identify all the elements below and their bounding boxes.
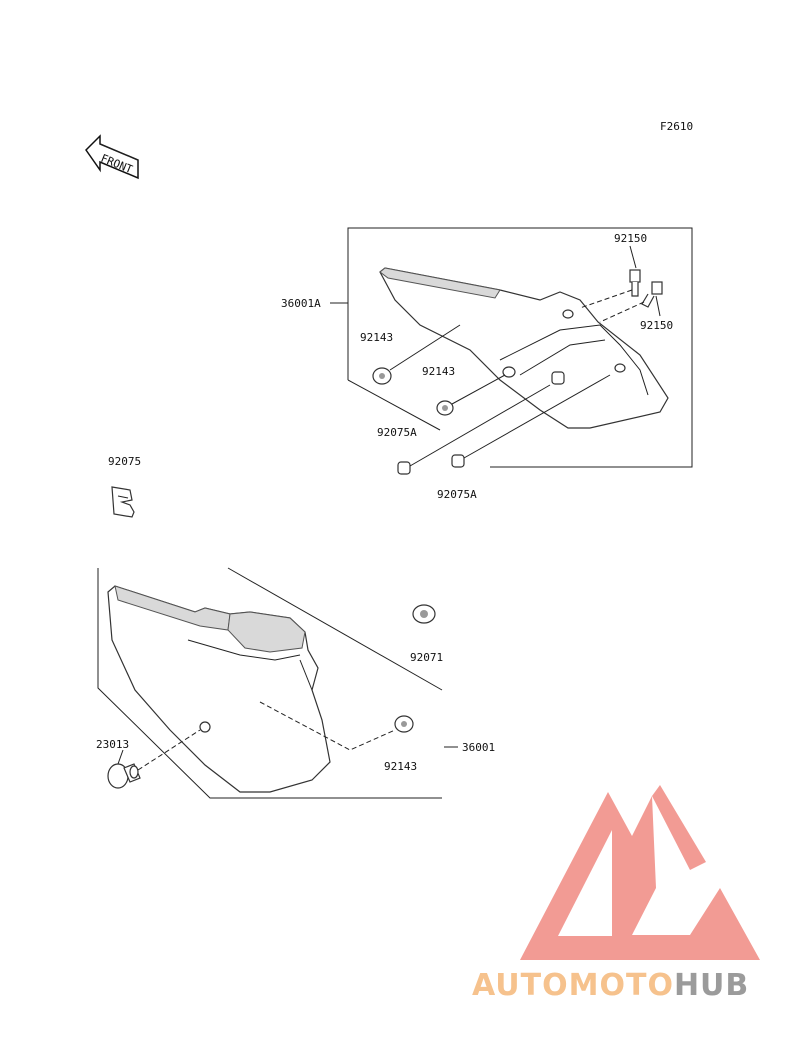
- lower-screw: [107, 729, 201, 789]
- callout-upper-bolt-1: 92150: [614, 232, 647, 245]
- upper-assembly: [330, 227, 693, 475]
- lower-grommet: [259, 701, 414, 751]
- callout-upper-grommet-1: 92143: [360, 331, 393, 344]
- lower-side-cover: [107, 585, 331, 793]
- callout-lower-grommet-large: 92071: [410, 651, 443, 664]
- lower-grommet-large: [412, 604, 436, 624]
- upper-collar-1: [397, 384, 551, 475]
- callout-screw: 23013: [96, 738, 129, 751]
- callout-upper-grommet-2: 92143: [422, 365, 455, 378]
- watermark-logo: AUTOMOTOHUB: [472, 785, 760, 1003]
- front-arrow-icon: FRONT: [85, 134, 139, 180]
- watermark-brand-part-2: HUB: [674, 968, 749, 1003]
- watermark-brand-1: AUTOMOTOHUB: [472, 968, 749, 1003]
- callout-upper-bolt-2: 92150: [640, 319, 673, 332]
- upper-bolt-2: [599, 281, 663, 323]
- callout-upper-collar-1: 92075A: [377, 426, 417, 439]
- callout-upper-cover: 36001A: [281, 297, 321, 310]
- upper-grommet-2: [436, 374, 506, 416]
- upper-collar-2: [451, 374, 611, 468]
- clip-part: [111, 486, 135, 518]
- upper-side-cover: [379, 267, 669, 429]
- upper-bolt-1: [579, 269, 641, 309]
- upper-grommet-1: [372, 324, 461, 385]
- watermark-brand-part-1: AUTOMOTO: [472, 968, 674, 1003]
- callout-lower-grommet: 92143: [384, 760, 417, 773]
- callout-upper-collar-2: 92075A: [437, 488, 477, 501]
- callout-clip: 92075: [108, 455, 141, 468]
- figure-code: F2610: [660, 120, 693, 133]
- lower-assembly: [97, 567, 458, 799]
- callout-lower-cover: 36001: [462, 741, 495, 754]
